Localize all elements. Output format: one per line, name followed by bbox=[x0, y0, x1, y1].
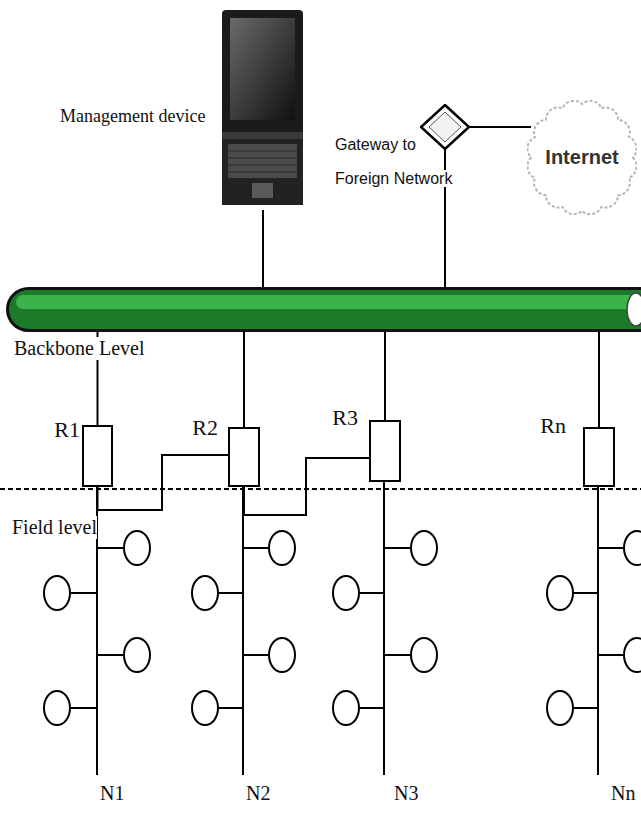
laptop-screen bbox=[230, 18, 295, 120]
field-device bbox=[269, 638, 295, 672]
segment-label: N3 bbox=[394, 782, 418, 805]
laptop-lid bbox=[222, 10, 303, 135]
bar-highlight bbox=[16, 295, 641, 309]
segment-label: Nn bbox=[611, 782, 635, 805]
connector bbox=[243, 332, 245, 427]
field-device bbox=[547, 576, 573, 610]
bar-body bbox=[8, 289, 641, 331]
connector bbox=[98, 455, 229, 510]
field-device bbox=[411, 531, 437, 565]
device-stub bbox=[70, 707, 97, 709]
key-row bbox=[228, 165, 297, 166]
field-device bbox=[547, 691, 573, 725]
router-box: R2 bbox=[228, 427, 260, 487]
key-row bbox=[228, 151, 297, 152]
device-stub bbox=[598, 654, 624, 656]
field-device bbox=[333, 576, 359, 610]
field-device bbox=[124, 531, 150, 565]
router-label: R1 bbox=[54, 417, 80, 442]
field-device bbox=[124, 638, 150, 672]
gateway-diamond: Gateway to Foreign Network bbox=[420, 104, 470, 150]
gateway-outline bbox=[421, 105, 469, 149]
key-row bbox=[228, 158, 297, 159]
connector bbox=[470, 126, 531, 128]
device-stub bbox=[359, 592, 384, 594]
connector bbox=[598, 332, 600, 427]
field-device bbox=[624, 638, 641, 672]
field-device bbox=[192, 691, 218, 725]
router-label: R3 bbox=[332, 405, 358, 430]
router-box: R3 bbox=[369, 420, 401, 482]
gateway-label-block: Gateway to Foreign Network bbox=[335, 128, 460, 196]
device-label: Management device bbox=[60, 106, 205, 127]
level-label: Field level bbox=[12, 516, 97, 539]
management-device: Management device bbox=[60, 10, 305, 210]
laptop-touchpad bbox=[252, 183, 273, 198]
connector bbox=[384, 332, 386, 420]
gateway-face bbox=[429, 112, 461, 142]
connector bbox=[244, 458, 369, 515]
device-stub bbox=[573, 707, 598, 709]
router-label: R2 bbox=[192, 415, 218, 440]
laptop-hinge bbox=[222, 132, 303, 139]
backbone-bus: Backbone Level bbox=[6, 287, 641, 332]
internet-cloud: Internet bbox=[527, 100, 637, 215]
laptop-keyboard bbox=[228, 144, 297, 178]
laptop-icon bbox=[222, 10, 304, 206]
device-stub bbox=[384, 654, 411, 656]
field-device bbox=[44, 576, 70, 610]
field-bus bbox=[383, 482, 385, 775]
device-stub bbox=[97, 654, 124, 656]
router-label: Rn bbox=[540, 413, 566, 438]
device-stub bbox=[218, 592, 243, 594]
bar-end bbox=[627, 293, 641, 326]
device-stub bbox=[573, 592, 598, 594]
field-device bbox=[192, 576, 218, 610]
router-box: R1 bbox=[82, 425, 113, 487]
field-device bbox=[624, 531, 641, 565]
field-buses bbox=[97, 482, 598, 775]
field-device bbox=[333, 691, 359, 725]
cloud-label: Internet bbox=[545, 146, 618, 169]
gateway-shape bbox=[420, 104, 470, 150]
segment-label: N2 bbox=[246, 782, 270, 805]
device-stub bbox=[243, 547, 269, 549]
laptop-base bbox=[222, 139, 303, 205]
device-stub bbox=[70, 592, 97, 594]
field-device bbox=[411, 638, 437, 672]
key-row bbox=[228, 172, 297, 173]
field-device bbox=[269, 531, 295, 565]
device-stub bbox=[359, 707, 384, 709]
device-stub bbox=[97, 547, 124, 549]
device-stub bbox=[384, 547, 411, 549]
field-bus bbox=[597, 487, 599, 775]
connector bbox=[262, 210, 264, 287]
gateway-label: Gateway to Foreign Network bbox=[335, 136, 452, 187]
field-bus bbox=[242, 487, 244, 775]
field-device bbox=[44, 691, 70, 725]
level-label: Backbone Level bbox=[14, 337, 145, 360]
backbone-bar bbox=[6, 287, 641, 332]
segment-label: N1 bbox=[100, 782, 124, 805]
device-stub bbox=[243, 654, 269, 656]
device-stub bbox=[218, 707, 243, 709]
device-stub bbox=[598, 547, 624, 549]
router-box: Rn bbox=[583, 427, 615, 487]
cloud-outline bbox=[528, 101, 637, 214]
field-devices bbox=[44, 531, 641, 725]
